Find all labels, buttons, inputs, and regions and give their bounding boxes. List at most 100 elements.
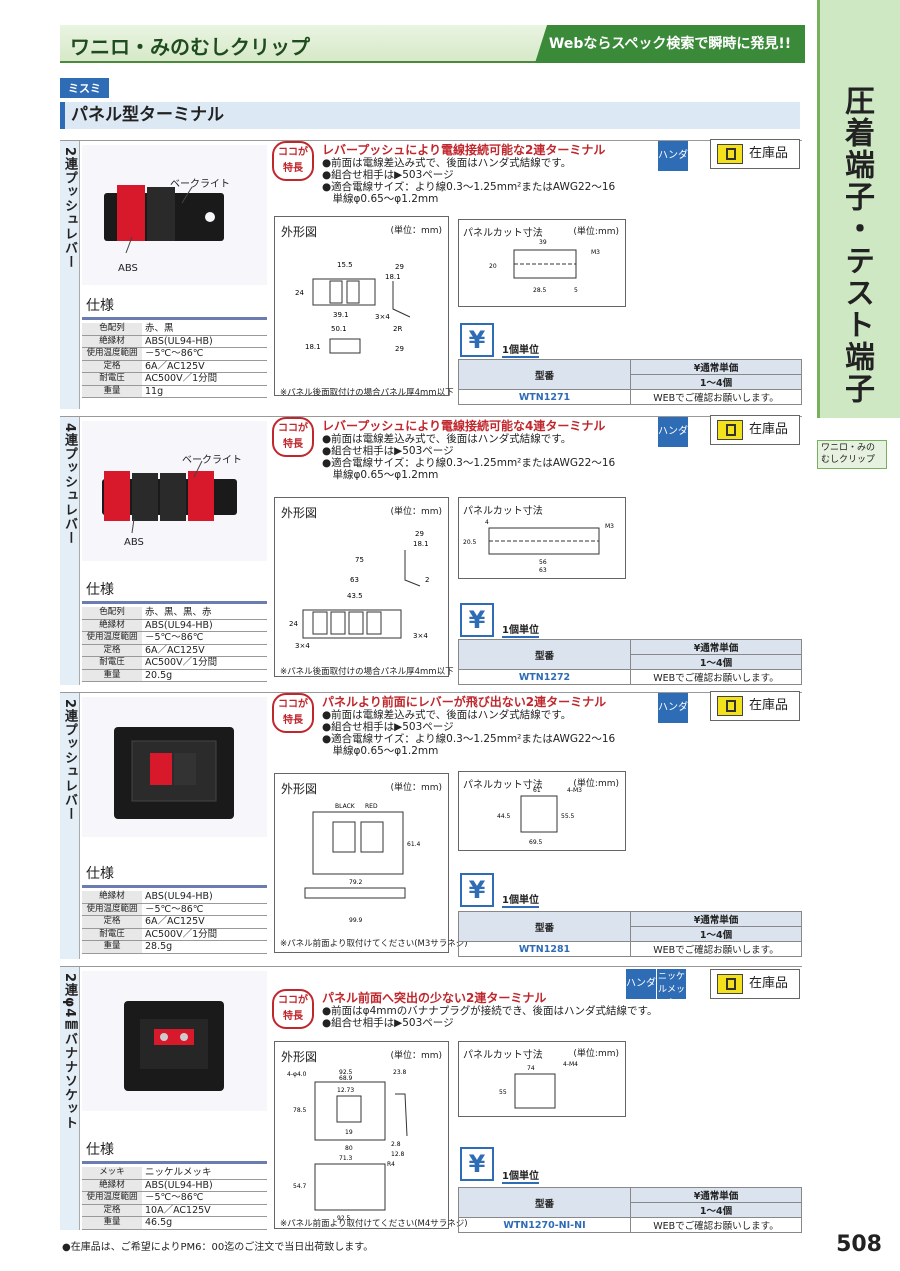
spec-title: 仕様 [82,293,267,320]
product-tab: 2連φ4㎜バナナソケット [60,967,80,1230]
solder-tag: ハンダ [658,417,688,447]
product-headline: レバープッシュにより電線接続可能な2連ターミナル [322,143,606,157]
svg-text:29: 29 [395,345,404,353]
svg-text:44.5: 44.5 [497,813,511,820]
svg-text:56: 56 [539,559,547,566]
product-tab: 4連プッシュレバー [60,417,80,685]
terminal-photo-illustration [114,727,234,819]
svg-text:61: 61 [533,787,541,794]
box-icon [717,144,743,164]
box-icon [717,974,743,994]
svg-text:18.1: 18.1 [385,273,401,281]
photo-label-bakelite: ベークライト [182,455,242,466]
svg-text:M3: M3 [605,523,614,530]
mounting-note: ※パネル前面より取付けてください(M4サラネジ) [280,1219,468,1229]
in-stock-badge: 在庫品 [710,691,800,721]
solder-tag: ハンダ [626,969,656,999]
svg-text:55.5: 55.5 [561,813,575,820]
price-yen-icon: ¥ [460,1147,494,1181]
product-photo [82,971,267,1111]
mounting-note: ※パネル後面取付けの場合パネル厚4mm以下 [280,388,454,398]
svg-text:BLACK: BLACK [335,803,356,810]
product-photo: ベークライト ABS [82,421,267,561]
in-stock-badge: 在庫品 [710,969,800,999]
svg-text:61.4: 61.4 [407,841,421,848]
panel-cut-drawing: パネルカット寸法(単位:mm) 74 55 4-M4 [458,1041,626,1117]
model-code[interactable]: WTN1281 [458,941,631,957]
price-yen-icon: ¥ [460,603,494,637]
related-page-link[interactable]: ●組合せ相手は▶503ページ [322,1017,454,1029]
unit-label: 1個単位 [502,621,539,638]
photo-label-bakelite: ベークライト [170,179,230,190]
svg-text:80: 80 [345,1145,353,1152]
product-bullets: ●前面は電線差込み式で、後面はハンダ式結線です。●組合せ相手は▶503ページ●適… [322,433,616,481]
price-yen-icon: ¥ [460,323,494,357]
page-header: ワニロ・みのむしクリップ Webならスペック検索で瞬時に発見!! [60,25,805,63]
svg-text:M3: M3 [591,249,600,256]
model-code[interactable]: WTN1272 [458,669,631,685]
feature-badge: ココが特長 [272,141,314,181]
panel-cut-drawing: パネルカット寸法(単位:mm) 61 44.5 55.5 69.5 4-M3 [458,771,626,851]
product-headline: パネルより前面にレバーが飛び出ない2連ターミナル [322,695,607,709]
model-code[interactable]: WTN1270-NI-NI [458,1217,631,1233]
svg-text:29: 29 [395,263,404,271]
svg-text:3×4: 3×4 [413,632,428,640]
svg-text:19: 19 [345,1129,353,1136]
solder-tag: ハンダ [658,693,688,723]
feature-badge: ココが特長 [272,693,314,733]
page-number: 508 [836,1232,882,1257]
model-code[interactable]: WTN1271 [458,389,631,405]
svg-text:50.1: 50.1 [331,325,347,333]
side-category-tab: 圧着端子・テスト端子 [817,0,900,418]
svg-text:69.5: 69.5 [529,839,543,846]
product-tab: 2連プッシュレバー [60,693,80,959]
svg-text:18.1: 18.1 [305,343,321,351]
panel-cut-svg: 61 44.5 55.5 69.5 4-M3 [497,787,582,846]
spec-title: 仕様 [82,577,267,604]
terminal-photo-illustration [124,1001,224,1091]
feature-badge: ココが特長 [272,417,314,457]
footer-note: ●在庫品は、ご希望によりPM6：00迄のご注文で当日出荷致します。 [62,1242,374,1253]
svg-text:5: 5 [574,287,578,294]
svg-text:43.5: 43.5 [347,592,363,600]
svg-text:RED: RED [365,803,378,810]
related-page-link[interactable]: ●組合せ相手は▶503ページ [322,721,454,733]
svg-text:79.2: 79.2 [349,879,363,886]
svg-text:18.1: 18.1 [413,540,429,548]
svg-text:63: 63 [539,567,547,574]
mounting-note: ※パネル後面取付けの場合パネル厚4mm以下 [280,667,454,677]
svg-text:71.3: 71.3 [339,1155,353,1162]
product-headline: パネル前面へ突出の少ない2連ターミナル [322,991,547,1005]
svg-text:29: 29 [415,530,424,538]
svg-text:24: 24 [295,289,304,297]
spec-title: 仕様 [82,861,267,888]
box-icon [717,420,743,440]
svg-text:20.5: 20.5 [463,539,477,546]
svg-text:3×4: 3×4 [375,313,390,321]
product-photo: ベークライト ABS [82,145,267,285]
side-subcategory-label[interactable]: ワニロ・みのむしクリップ [817,440,887,470]
panel-cut-svg: 74 55 4-M4 [499,1061,578,1109]
svg-text:4: 4 [485,519,489,526]
outline-drawing-svg: BLACK RED 79.2 99.9 61.4 [304,803,421,924]
web-search-banner[interactable]: Webならスペック検索で瞬時に発見!! [535,25,805,63]
related-page-link[interactable]: ●組合せ相手は▶503ページ [322,169,454,181]
svg-text:28.5: 28.5 [533,287,547,294]
outline-drawing-svg: 15.5 24 39.1 50.1 29 18.1 3×4 2R 18.1 29 [295,261,411,354]
outline-drawing-svg: 92.5 68.9 4-φ4.0 23.8 78.5 12.73 19 80 7… [287,1069,408,1222]
in-stock-badge: 在庫品 [710,415,800,445]
product-bullets: ●前面はφ4mmのバナナプラグが接続でき、後面はハンダ式結線です。●組合せ相手は… [322,1005,658,1029]
product-bullets: ●前面は電線差込み式で、後面はハンダ式結線です。●組合せ相手は▶503ページ●適… [322,709,616,757]
related-page-link[interactable]: ●組合せ相手は▶503ページ [322,445,454,457]
